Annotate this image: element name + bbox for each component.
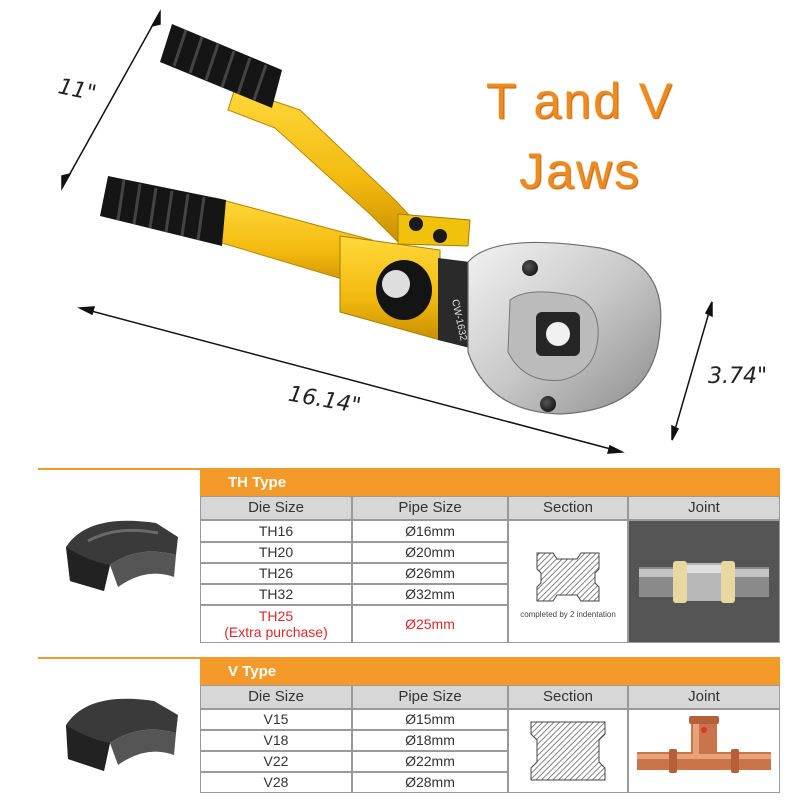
- hydraulic-cylinder: CW-1632: [339, 235, 470, 348]
- table-row-die: TH16: [200, 520, 352, 542]
- th-joint-cell: [628, 520, 780, 643]
- extra-purchase-note: (Extra purchase): [224, 624, 328, 640]
- th-section-cell: completed by 2 indentation: [508, 520, 628, 643]
- table-row-pipe: Ø16mm: [352, 520, 508, 542]
- v-col-joint: Joint: [628, 685, 780, 709]
- table-row-die: V22: [200, 751, 352, 772]
- v-die-jaw-image: [66, 698, 178, 771]
- table-row-pipe: Ø22mm: [352, 751, 508, 772]
- v-col-die-size: Die Size: [200, 685, 352, 709]
- v-joint-cell: [628, 709, 780, 793]
- table-row-die: TH20: [200, 542, 352, 563]
- th-divider: [38, 468, 780, 470]
- table-row-die: TH26: [200, 563, 352, 584]
- press-fitting-joint-image: [629, 521, 779, 642]
- jaw-width-dimension: 3.74": [708, 364, 768, 389]
- table-row-pipe-extra: Ø25mm: [352, 605, 508, 643]
- v-section-cell: [508, 709, 628, 793]
- table-row-pipe: Ø26mm: [352, 563, 508, 584]
- v-col-pipe-size: Pipe Size: [352, 685, 508, 709]
- table-row-die: TH32: [200, 584, 352, 605]
- th-section-note: completed by 2 indentation: [520, 610, 616, 619]
- table-row-die: V18: [200, 730, 352, 751]
- dimension-arrows: [61, 9, 713, 454]
- copper-tee-fitting-image: [637, 716, 771, 773]
- th-table-title: TH Type: [200, 470, 780, 496]
- table-row-die: V28: [200, 772, 352, 793]
- upper-handle: [160, 24, 426, 245]
- th-col-pipe-size: Pipe Size: [352, 496, 508, 520]
- table-row-pipe: Ø20mm: [352, 542, 508, 563]
- v-table-title: V Type: [200, 659, 780, 685]
- pivot-bracket: [397, 213, 471, 247]
- headline-line1: T and V: [485, 73, 675, 129]
- v-col-section: Section: [508, 685, 628, 709]
- th-col-die-size: Die Size: [200, 496, 352, 520]
- table-row-die-extra: TH25 (Extra purchase): [200, 605, 352, 643]
- v-divider: [38, 657, 780, 659]
- headline-line2: Jaws: [519, 143, 641, 199]
- table-row-pipe: Ø18mm: [352, 730, 508, 751]
- th-die-jaw-image: [66, 520, 178, 591]
- th-col-section: Section: [508, 496, 628, 520]
- v-section-diagram: [530, 721, 606, 781]
- th-col-joint: Joint: [628, 496, 780, 520]
- table-row-pipe: Ø15mm: [352, 709, 508, 730]
- table-row-pipe: Ø32mm: [352, 584, 508, 605]
- extra-die-size: TH25: [258, 608, 294, 624]
- lower-handle: [100, 176, 373, 289]
- th-section-diagram: [536, 552, 600, 602]
- crimping-head: [467, 241, 662, 415]
- hydraulic-crimper-illustration: CW-1632: [61, 9, 713, 454]
- table-row-pipe: Ø28mm: [352, 772, 508, 793]
- table-row-die: V15: [200, 709, 352, 730]
